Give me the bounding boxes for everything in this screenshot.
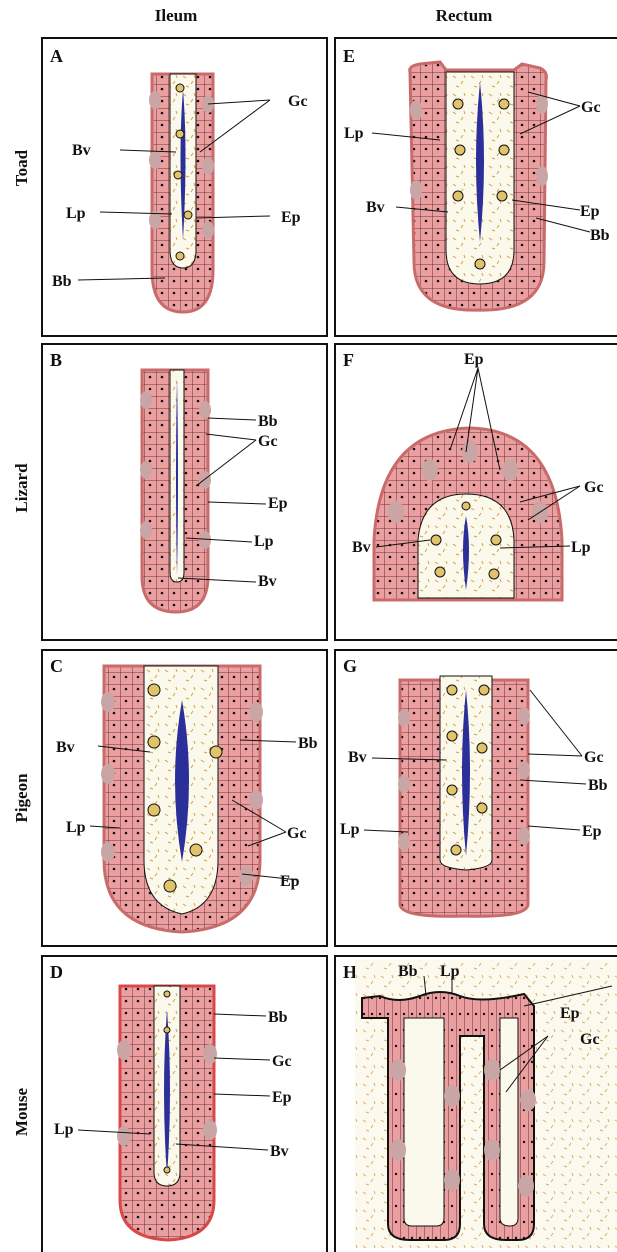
label-c-bb: Bb: [298, 735, 318, 752]
label-h-lp: Lp: [440, 963, 460, 980]
label-f-gc: Gc: [584, 479, 604, 496]
label-d-lp: Lp: [54, 1121, 74, 1138]
panel-letter-b: B: [50, 350, 62, 370]
label-a-gc: Gc: [288, 93, 308, 110]
label-b-bv: Bv: [258, 573, 277, 590]
villus-c: [101, 666, 263, 932]
label-a-ep: Ep: [281, 209, 301, 226]
label-a-bv: Bv: [72, 142, 91, 159]
label-c-lp: Lp: [66, 819, 86, 836]
villus-g: [398, 676, 530, 916]
label-e-bb: Bb: [590, 227, 610, 244]
label-a-bb: Bb: [52, 273, 72, 290]
label-c-bv: Bv: [56, 739, 75, 756]
label-b-bb: Bb: [258, 413, 278, 430]
label-d-ep: Ep: [272, 1089, 292, 1106]
label-h-gc: Gc: [580, 1031, 600, 1048]
label-a-lp: Lp: [66, 205, 86, 222]
villus-e: [410, 62, 548, 310]
panel-letter-a: A: [50, 46, 63, 66]
label-e-gc: Gc: [581, 99, 601, 116]
label-g-lp: Lp: [340, 821, 360, 838]
label-e-bv: Bv: [366, 199, 385, 216]
label-f-lp: Lp: [571, 539, 591, 556]
label-f-bv: Bv: [352, 539, 371, 556]
label-h-ep: Ep: [560, 1005, 580, 1022]
label-b-lp: Lp: [254, 533, 274, 550]
panel-letter-c: C: [50, 656, 63, 676]
label-g-ep: Ep: [582, 823, 602, 840]
label-g-bv: Bv: [348, 749, 367, 766]
label-e-ep: Ep: [580, 203, 600, 220]
villus-f: [374, 428, 562, 600]
villus-a: [149, 74, 214, 312]
label-c-ep: Ep: [280, 873, 300, 890]
label-g-gc: Gc: [584, 749, 604, 766]
label-d-gc: Gc: [272, 1053, 292, 1070]
panel-letter-d: D: [50, 962, 63, 982]
panel-letter-g: G: [343, 656, 357, 676]
panel-letter-e: E: [343, 46, 355, 66]
villus-b: [140, 370, 211, 612]
label-b-ep: Ep: [268, 495, 288, 512]
label-f-ep: Ep: [464, 351, 484, 368]
label-g-bb: Bb: [588, 777, 608, 794]
label-d-bb: Bb: [268, 1009, 288, 1026]
panel-letter-h: H: [343, 962, 357, 982]
label-d-bv: Bv: [270, 1143, 289, 1160]
villus-d: [117, 986, 217, 1240]
label-h-bb: Bb: [398, 963, 418, 980]
label-e-lp: Lp: [344, 125, 364, 142]
panel-letter-f: F: [343, 350, 354, 370]
label-b-gc: Gc: [258, 433, 278, 450]
crypts-h: [355, 960, 617, 1248]
label-c-gc: Gc: [287, 825, 307, 842]
